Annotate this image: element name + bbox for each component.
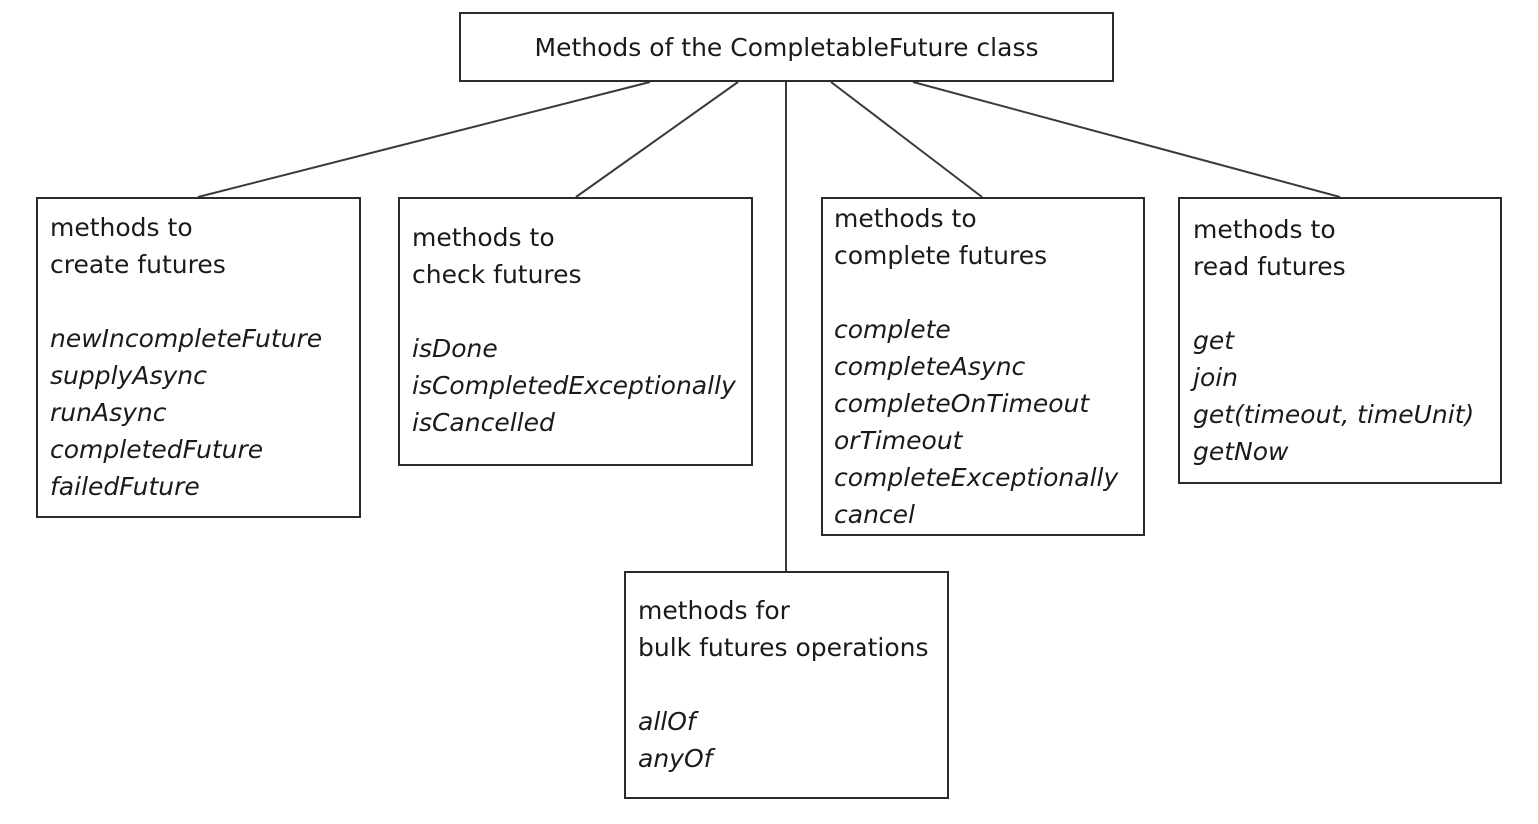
- root-node: Methods of the CompletableFuture class: [459, 12, 1114, 82]
- method-item: runAsync: [50, 398, 167, 427]
- method-list: newIncompleteFuture supplyAsync runAsync…: [50, 320, 359, 505]
- category-create-futures: methods to create futures newIncompleteF…: [36, 197, 361, 518]
- root-label: Methods of the CompletableFuture class: [534, 32, 1039, 62]
- method-item: failedFuture: [50, 472, 200, 501]
- category-title: methods to check futures: [412, 223, 582, 289]
- category-bulk-operations: methods for bulk futures operations allO…: [624, 571, 949, 799]
- method-item: get: [1193, 326, 1235, 355]
- connector-root-to-read: [912, 81, 1341, 198]
- method-item: getNow: [1193, 437, 1289, 466]
- method-list: get join get(timeout, timeUnit) getNow: [1193, 322, 1500, 470]
- method-list: allOf anyOf: [638, 703, 947, 777]
- category-title: methods to create futures: [50, 213, 226, 279]
- category-check-futures: methods to check futures isDone isComple…: [398, 197, 753, 466]
- method-item: supplyAsync: [50, 361, 207, 390]
- method-item: allOf: [638, 707, 696, 736]
- method-item: completeOnTimeout: [834, 389, 1090, 418]
- category-complete-futures: methods to complete futures complete com…: [821, 197, 1145, 536]
- connector-root-to-complete: [830, 81, 983, 198]
- connector-root-to-create: [197, 81, 651, 198]
- method-list: isDone isCompletedExceptionally isCancel…: [412, 330, 751, 441]
- method-item: anyOf: [638, 744, 713, 773]
- method-item: completeAsync: [834, 352, 1026, 381]
- connector-root-to-check: [575, 81, 739, 198]
- method-item: completedFuture: [50, 435, 264, 464]
- method-item: isCompletedExceptionally: [412, 371, 736, 400]
- category-title: methods for bulk futures operations: [638, 596, 929, 662]
- method-item: get(timeout, timeUnit): [1193, 400, 1475, 429]
- category-title: methods to read futures: [1193, 215, 1346, 281]
- category-title: methods to complete futures: [834, 204, 1048, 270]
- method-item: complete: [834, 315, 951, 344]
- method-item: newIncompleteFuture: [50, 324, 323, 353]
- method-item: cancel: [834, 500, 915, 529]
- method-item: isDone: [412, 334, 498, 363]
- method-item: isCancelled: [412, 408, 555, 437]
- method-item: join: [1193, 363, 1239, 392]
- method-list: complete completeAsync completeOnTimeout…: [834, 311, 1143, 533]
- category-read-futures: methods to read futures get join get(tim…: [1178, 197, 1502, 484]
- method-item: completeExceptionally: [834, 463, 1119, 492]
- method-item: orTimeout: [834, 426, 963, 455]
